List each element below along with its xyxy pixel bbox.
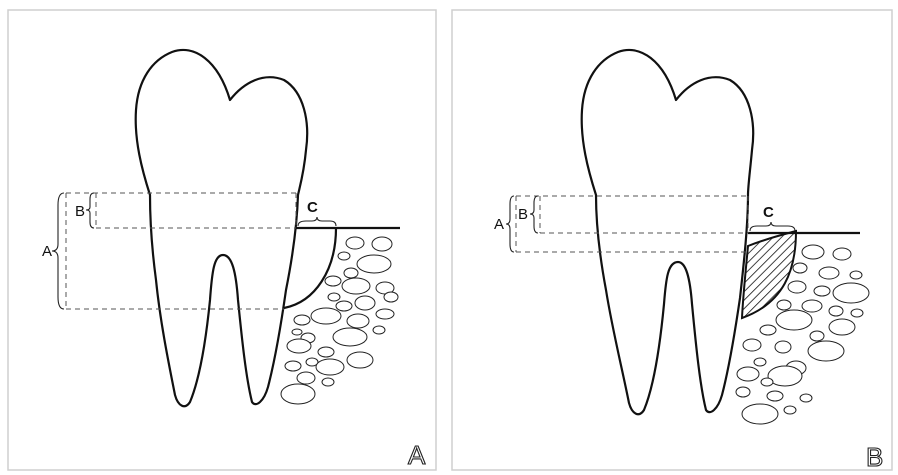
label-a-measure-b: A (494, 216, 504, 233)
label-b-measure: B (75, 203, 85, 220)
label-c-measure: C (307, 199, 318, 216)
label-c-measure-b: C (763, 204, 774, 221)
label-a-measure: A (42, 243, 52, 260)
label-b-measure-b: B (518, 206, 528, 223)
panel-a: A B C A (8, 10, 436, 470)
panel-b: A B C B (452, 10, 892, 472)
panel-a-corner-label: A (408, 440, 426, 470)
panel-b-corner-label: B (866, 442, 883, 472)
